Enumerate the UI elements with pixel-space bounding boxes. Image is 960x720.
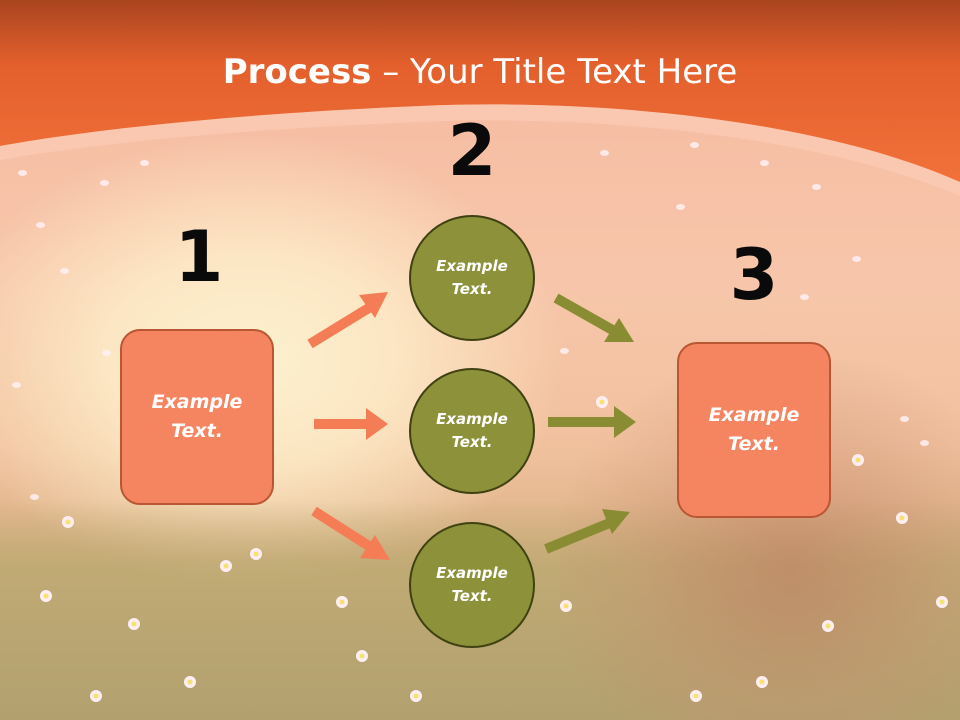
step2-circle-1: Example Text. bbox=[409, 215, 535, 341]
flower bbox=[90, 690, 102, 702]
petal bbox=[36, 222, 45, 228]
flower bbox=[896, 512, 908, 524]
circle1-line2: Text. bbox=[451, 280, 493, 298]
flower bbox=[184, 676, 196, 688]
petal bbox=[102, 350, 111, 356]
circle3-line2: Text. bbox=[451, 587, 493, 605]
petal bbox=[676, 204, 685, 210]
step3-line2: Text. bbox=[728, 433, 780, 455]
flower bbox=[220, 560, 232, 572]
flower bbox=[560, 600, 572, 612]
step2-circle-2: Example Text. bbox=[409, 368, 535, 494]
petal bbox=[12, 382, 21, 388]
petal bbox=[690, 142, 699, 148]
flower bbox=[40, 590, 52, 602]
flower bbox=[128, 618, 140, 630]
flower bbox=[596, 396, 608, 408]
title-bold: Process bbox=[222, 52, 372, 92]
circle2-line1: Example bbox=[436, 410, 508, 428]
step-number-3: 3 bbox=[729, 234, 779, 316]
step1-line1: Example bbox=[151, 391, 243, 413]
petal bbox=[140, 160, 149, 166]
flower bbox=[336, 596, 348, 608]
step3-box: Example Text. bbox=[677, 342, 831, 518]
flower bbox=[822, 620, 834, 632]
petal bbox=[900, 416, 909, 422]
petal bbox=[852, 256, 861, 262]
flower bbox=[852, 454, 864, 466]
step3-line1: Example bbox=[708, 404, 800, 426]
petal bbox=[18, 170, 27, 176]
flower bbox=[62, 516, 74, 528]
petal bbox=[920, 440, 929, 446]
petal bbox=[600, 150, 609, 156]
step1-line2: Text. bbox=[171, 420, 223, 442]
arrow-box1-to-circle3 bbox=[311, 506, 390, 560]
flower bbox=[690, 690, 702, 702]
slide-title: Process – Your Title Text Here bbox=[0, 52, 960, 92]
step-number-2: 2 bbox=[447, 110, 497, 192]
flower bbox=[250, 548, 262, 560]
petal bbox=[60, 268, 69, 274]
arrow-circle1-to-box3 bbox=[553, 293, 634, 342]
step1-box: Example Text. bbox=[120, 329, 274, 505]
flower bbox=[936, 596, 948, 608]
step-number-1: 1 bbox=[174, 216, 224, 298]
petal bbox=[760, 160, 769, 166]
header-banner bbox=[0, 0, 960, 196]
flower bbox=[410, 690, 422, 702]
title-rest: – Your Title Text Here bbox=[371, 52, 738, 92]
circle1-line1: Example bbox=[436, 257, 508, 275]
flower bbox=[756, 676, 768, 688]
flower bbox=[356, 650, 368, 662]
arrow-box1-to-circle2 bbox=[314, 408, 388, 440]
circle3-line1: Example bbox=[436, 564, 508, 582]
arrow-circle3-to-box3 bbox=[544, 509, 630, 554]
circle2-line2: Text. bbox=[451, 433, 493, 451]
step2-circle-3: Example Text. bbox=[409, 522, 535, 648]
petal bbox=[100, 180, 109, 186]
petal bbox=[812, 184, 821, 190]
petal bbox=[30, 494, 39, 500]
petal bbox=[560, 348, 569, 354]
arrow-box1-to-circle1 bbox=[307, 292, 388, 349]
petal bbox=[800, 294, 809, 300]
arrow-circle2-to-box3 bbox=[548, 406, 636, 438]
